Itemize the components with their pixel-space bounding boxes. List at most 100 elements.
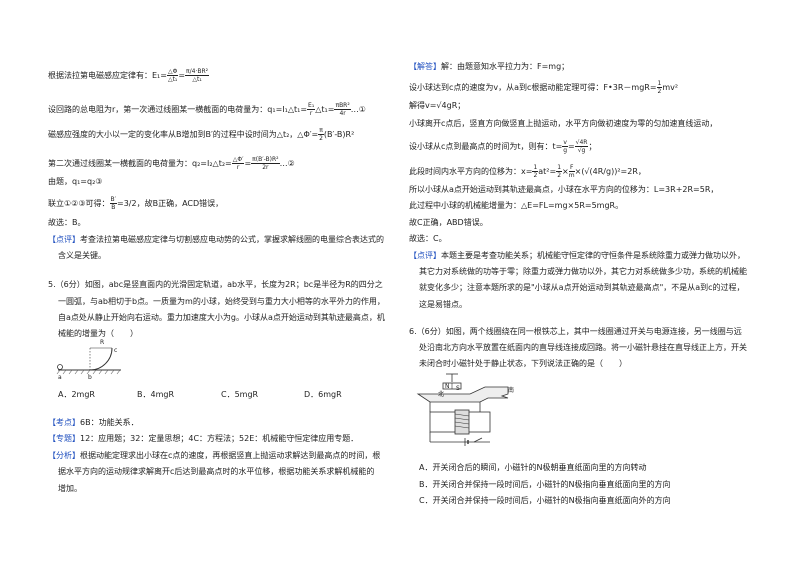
option-b: B．4mgR: [137, 390, 175, 399]
text: =: [178, 71, 186, 80]
solution-line-9: 故C正确，ABD错误。: [409, 218, 488, 227]
numerator: B′: [109, 196, 117, 204]
text: =: [244, 159, 252, 168]
text: 此段时间内水平方向的位移为：x=: [409, 167, 533, 176]
text: 考查法拉第电磁感应定律与切割感应电动势的公式，掌握求解线圈的电量综合表达式的: [80, 235, 384, 244]
numerator: π/4·BR²: [185, 68, 210, 76]
numerator: △Φ′: [231, 156, 245, 164]
text: …②: [279, 159, 295, 168]
denominator: 4r: [339, 110, 346, 117]
text: 第二次通过线圈某一横截面的电荷量为：q₂=I₂△t₂=: [48, 159, 232, 168]
comment-line-r4: 这是易错点。: [419, 300, 467, 309]
q6-option-c: C．开关闭合并保持一段时间后，小磁针的N极指向垂直纸面向外的方向: [419, 496, 671, 505]
text: 设小球从c点到最高点的时间为t，则有：t=: [409, 142, 563, 151]
text: 根据法拉第电磁感应定律有：E₁=: [48, 71, 167, 80]
solution-line-10: 故选：C。: [409, 234, 447, 243]
solution-line-7: 所以小球从a点开始运动到其轨迹最高点，小球在水平方向的位移为：L=3R+2R=5…: [409, 185, 719, 194]
option-c: C．5mgR: [221, 390, 259, 399]
text: △t₁=: [315, 105, 335, 114]
solution-line-8: 此过程中小球的机械能增量为：△E=FL=mg×5R=5mgR。: [409, 201, 624, 210]
track-figure: [56, 347, 121, 375]
question-6-line-1: 6.（6分）如图，两个线圈绕在同一根铁芯上，其中一线圈通过开关与电源连接，另一线…: [409, 327, 742, 336]
comment-line-r1: 【点评】本题主要是考查功能关系；机械能守恒定律的守恒条件是系统除重力或弹力做功以…: [409, 251, 745, 261]
text: 设回路的总电阻为r，第一次通过线圈某一横截面的电荷量为：q₁=I₁△t₁=: [48, 105, 308, 114]
text: 设小球达到c点的速度为v，从a到c根据动能定理可得：F•3R－mgR=: [409, 83, 657, 92]
denominator: 2: [533, 172, 538, 179]
denominator: 2r: [262, 164, 269, 171]
faraday-law-line: 根据法拉第电磁感应定律有：E₁=△Φ △t₁ =π/4·BR²△t₁: [48, 68, 210, 83]
fraction: √4R√g: [574, 139, 589, 154]
equality-line: 由题，q₁=q₂③: [48, 177, 103, 186]
text: (B′-B)R²: [323, 130, 355, 139]
analysis-line-3: 增加。: [58, 484, 82, 493]
combine-line: 联立①②③可得：B′B=3/2，故B正确，ACD错误，: [48, 196, 223, 211]
knowledge-point-line: 【考点】6B：功能关系．: [48, 418, 139, 428]
numerator: 1: [532, 164, 539, 172]
text: …①: [350, 105, 366, 114]
numerator: v: [562, 139, 568, 147]
denominator: △t₁: [192, 76, 202, 83]
denominator: B: [111, 204, 116, 211]
fig-label-b: b: [88, 374, 92, 381]
text: mv²: [662, 83, 679, 92]
charge-q2-line: 第二次通过线圈某一横截面的电荷量为：q₂=I₂△t₂=△Φ′r=π(B′-B)R…: [48, 156, 295, 171]
text: ×: [562, 167, 569, 176]
text: 磁感应强度的大小以一定的变化率从B增加到B′的过程中设时间为△t₂，△Φ′=: [48, 130, 319, 139]
question-5-line-4: 械能的增量为（ ）: [58, 329, 138, 338]
denominator: g: [563, 147, 568, 154]
text: ×(√(4R/g))²=2R，: [574, 167, 646, 176]
numerator: 1: [556, 164, 563, 172]
text: 6B：功能关系．: [80, 418, 139, 427]
coil-magnet-figure: [416, 373, 509, 446]
fraction: △Φ′r: [231, 156, 245, 171]
q6-option-a: A．开关闭合后的瞬间，小磁针的N极朝垂直纸面向里的方向转动: [419, 463, 647, 472]
numerator: √4R: [574, 139, 589, 147]
topic-line: 【专题】12：应用题；32：定量思想；4C：方程法；52E：机械能守恒定律应用专…: [48, 434, 358, 444]
comment-tag: 【点评】: [48, 235, 80, 244]
comment-line-2: 含义是关键。: [58, 251, 106, 260]
analysis-tag: 【分析】: [48, 451, 80, 460]
fraction: B′B: [109, 196, 117, 211]
text: 根据动能定理求出小球在c点的速度，再根据竖直上抛运动求解达到最高点的时间，根: [80, 451, 381, 460]
analysis-line-2: 据水平方向的运动规律求解离开c后达到最高点时的水平位移，根据功能关系求解机械能的: [58, 467, 375, 476]
denominator: m: [568, 172, 575, 179]
question-5-line-1: 5.（6分）如图，abc是竖直面内的光滑固定轨道，ab水平，长度为2R；bc是半…: [48, 280, 383, 289]
q6-option-b: B．开关闭合并保持一段时间后，小磁针的N极指向垂直纸面向里的方向: [419, 480, 671, 489]
comment-tag: 【点评】: [409, 251, 441, 260]
fig-label-n: N: [445, 383, 450, 390]
solution-line-4: 小球离开c点后，竖直方向做竖直上抛运动，水平方向做初速度为零的匀加速直线运动，: [409, 119, 718, 128]
solution-line-3: 解得v=√4gR；: [409, 101, 466, 110]
fig-label-south: 南: [508, 387, 515, 394]
topic-tag: 【专题】: [48, 434, 80, 443]
numerator: π: [318, 127, 324, 135]
comment-line: 【点评】考查法拉第电磁感应定律与切割感应电动势的公式，掌握求解线圈的电量综合表达…: [48, 235, 384, 245]
denominator: 2: [657, 88, 662, 95]
denominator: r: [309, 110, 313, 117]
denominator: r: [236, 164, 240, 171]
numerator: △Φ: [166, 68, 179, 76]
text: =: [567, 142, 575, 151]
denominator: 2: [319, 135, 323, 142]
fraction: π/4·BR²△t₁: [185, 68, 210, 83]
comment-line-r2: 其它力对系统做的功等于零；除重力或弹力做功以外，其它力对系统做多少功，系统的机械…: [419, 267, 747, 276]
numerator: πBR²: [334, 102, 351, 110]
denominator: 2: [557, 172, 562, 179]
text: 本题主要是考查功能关系；机械能守恒定律的守恒条件是系统除重力或弹力做功以外，: [441, 251, 745, 260]
comment-line-r3: 就变化多少；注意本题所求的是"小球从a点开始运动到其轨迹最高点"，不是从a到c的…: [419, 283, 745, 292]
numerator: π(B′-B)R²: [251, 156, 280, 164]
fig-label-r: R: [100, 339, 105, 346]
fig-label-north: 北: [438, 391, 445, 398]
solution-line-1: 【解答】解：由题意知水平拉力为：F=mg；: [409, 62, 569, 72]
question-5-line-2: 一圆弧，与ab相切于b点。一质量为m的小球，始终受到与重力大小相等的水平外力的作…: [58, 297, 385, 306]
text: at²=: [538, 167, 557, 176]
